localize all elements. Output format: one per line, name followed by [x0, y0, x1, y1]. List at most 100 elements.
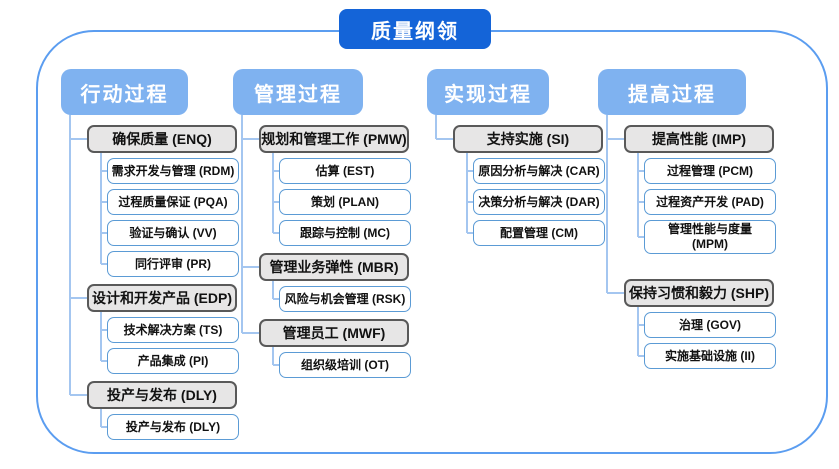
leaf-box: 配置管理 (CM) — [473, 220, 605, 246]
connector-line — [101, 360, 107, 362]
leaf-box: 原因分析与解决 (CAR) — [473, 158, 605, 184]
connector-line — [467, 170, 473, 172]
connector-line — [70, 297, 87, 299]
leaf-box: 组织级培训 (OT) — [279, 352, 411, 378]
leaf-box: 同行评审 (PR) — [107, 251, 239, 277]
child-list: 风险与机会管理 (RSK) — [279, 286, 411, 312]
group-box: 管理员工 (MWF) — [259, 319, 409, 347]
connector-line — [638, 236, 644, 238]
leaf-box: 决策分析与解决 (DAR) — [473, 189, 605, 215]
group-box: 确保质量 (ENQ) — [87, 125, 237, 153]
group-box: 管理业务弹性 (MBR) — [259, 253, 409, 281]
column-header: 提高过程 — [598, 69, 746, 115]
column-header: 行动过程 — [61, 69, 188, 115]
leaf-box: 跟踪与控制 (MC) — [279, 220, 411, 246]
connector-line — [466, 153, 468, 233]
connector-line — [637, 307, 639, 356]
process-column: 管理过程规划和管理工作 (PMW) 估算 (EST) 策划 (PLAN) 跟踪与控制 … — [233, 69, 411, 378]
column-header: 管理过程 — [233, 69, 363, 115]
leaf-box: 技术解决方案 (TS) — [107, 317, 239, 343]
leaf-box: 验证与确认 (VV) — [107, 220, 239, 246]
leaf-box: 过程质量保证 (PQA) — [107, 189, 239, 215]
process-group: 管理员工 (MWF) 组织级培训 (OT) — [259, 319, 411, 378]
process-group: 确保质量 (ENQ) 需求开发与管理 (RDM) 过程质量保证 (PQA) 验证与确认… — [87, 125, 239, 277]
process-column: 实现过程支持实施 (SI) 原因分析与解决 (CAR) 决策分析与解决 (DAR) 配… — [427, 69, 605, 246]
process-group: 提高性能 (IMP) 过程管理 (PCM) 过程资产开发 (PAD) 管理性能与度量 … — [624, 125, 776, 254]
leaf-box: 过程管理 (PCM) — [644, 158, 776, 184]
connector-line — [101, 329, 107, 331]
group-list: 支持实施 (SI) 原因分析与解决 (CAR) 决策分析与解决 (DAR) 配置管理 … — [453, 125, 605, 246]
group-list: 确保质量 (ENQ) 需求开发与管理 (RDM) 过程质量保证 (PQA) 验证与确认… — [87, 125, 239, 440]
leaf-box: 策划 (PLAN) — [279, 189, 411, 215]
group-box: 规划和管理工作 (PMW) — [259, 125, 409, 153]
connector-line — [435, 115, 437, 139]
connector-line — [101, 170, 107, 172]
connector-line — [272, 153, 274, 233]
connector-line — [638, 324, 644, 326]
connector-line — [272, 281, 274, 299]
connector-line — [273, 298, 279, 300]
connector-line — [100, 312, 102, 361]
connector-line — [607, 138, 624, 140]
connector-line — [101, 232, 107, 234]
connector-line — [606, 115, 608, 293]
process-group: 设计和开发产品 (EDP) 技术解决方案 (TS) 产品集成 (PI) — [87, 284, 239, 374]
process-group: 管理业务弹性 (MBR) 风险与机会管理 (RSK) — [259, 253, 411, 312]
connector-line — [101, 263, 107, 265]
group-box: 设计和开发产品 (EDP) — [87, 284, 237, 312]
group-box: 提高性能 (IMP) — [624, 125, 774, 153]
connector-line — [69, 115, 71, 395]
connector-line — [101, 201, 107, 203]
group-list: 提高性能 (IMP) 过程管理 (PCM) 过程资产开发 (PAD) 管理性能与度量 … — [624, 125, 776, 369]
group-box: 投产与发布 (DLY) — [87, 381, 237, 409]
connector-line — [242, 138, 259, 140]
process-group: 保持习惯和毅力 (SHP) 治理 (GOV) 实施基础设施 (II) — [624, 279, 776, 369]
group-list: 规划和管理工作 (PMW) 估算 (EST) 策划 (PLAN) 跟踪与控制 (MC)… — [259, 125, 411, 378]
connector-line — [638, 170, 644, 172]
leaf-box: 风险与机会管理 (RSK) — [279, 286, 411, 312]
connector-line — [273, 232, 279, 234]
diagram-title: 质量纲领 — [339, 9, 491, 49]
process-group: 投产与发布 (DLY) 投产与发布 (DLY) — [87, 381, 239, 440]
connector-line — [241, 115, 243, 333]
column-header: 实现过程 — [427, 69, 549, 115]
leaf-box: 实施基础设施 (II) — [644, 343, 776, 369]
child-list: 投产与发布 (DLY) — [107, 414, 239, 440]
process-column: 提高过程提高性能 (IMP) 过程管理 (PCM) 过程资产开发 (PAD) 管理性能… — [598, 69, 776, 369]
connector-line — [467, 201, 473, 203]
leaf-box: 过程资产开发 (PAD) — [644, 189, 776, 215]
connector-line — [242, 332, 259, 334]
group-box: 保持习惯和毅力 (SHP) — [624, 279, 774, 307]
connector-line — [638, 201, 644, 203]
connector-line — [70, 138, 87, 140]
child-list: 过程管理 (PCM) 过程资产开发 (PAD) 管理性能与度量 (MPM) — [644, 158, 776, 254]
child-list: 技术解决方案 (TS) 产品集成 (PI) — [107, 317, 239, 374]
leaf-box: 投产与发布 (DLY) — [107, 414, 239, 440]
child-list: 估算 (EST) 策划 (PLAN) 跟踪与控制 (MC) — [279, 158, 411, 246]
process-group: 支持实施 (SI) 原因分析与解决 (CAR) 决策分析与解决 (DAR) 配置管理 … — [453, 125, 605, 246]
connector-line — [436, 138, 453, 140]
child-list: 需求开发与管理 (RDM) 过程质量保证 (PQA) 验证与确认 (VV) 同行评审 … — [107, 158, 239, 277]
leaf-box: 估算 (EST) — [279, 158, 411, 184]
connector-line — [100, 409, 102, 427]
connector-line — [273, 364, 279, 366]
leaf-box: 需求开发与管理 (RDM) — [107, 158, 239, 184]
connector-line — [242, 266, 259, 268]
leaf-box: 产品集成 (PI) — [107, 348, 239, 374]
child-list: 原因分析与解决 (CAR) 决策分析与解决 (DAR) 配置管理 (CM) — [473, 158, 605, 246]
process-group: 规划和管理工作 (PMW) 估算 (EST) 策划 (PLAN) 跟踪与控制 (MC) — [259, 125, 411, 246]
connector-line — [101, 426, 107, 428]
group-box: 支持实施 (SI) — [453, 125, 603, 153]
connector-line — [273, 170, 279, 172]
connector-line — [100, 153, 102, 264]
connector-line — [70, 394, 87, 396]
child-list: 组织级培训 (OT) — [279, 352, 411, 378]
process-column: 行动过程确保质量 (ENQ) 需求开发与管理 (RDM) 过程质量保证 (PQA) 验… — [61, 69, 239, 440]
child-list: 治理 (GOV) 实施基础设施 (II) — [644, 312, 776, 369]
leaf-box: 治理 (GOV) — [644, 312, 776, 338]
connector-line — [273, 201, 279, 203]
connector-line — [467, 232, 473, 234]
connector-line — [637, 153, 639, 237]
leaf-box: 管理性能与度量 (MPM) — [644, 220, 776, 254]
